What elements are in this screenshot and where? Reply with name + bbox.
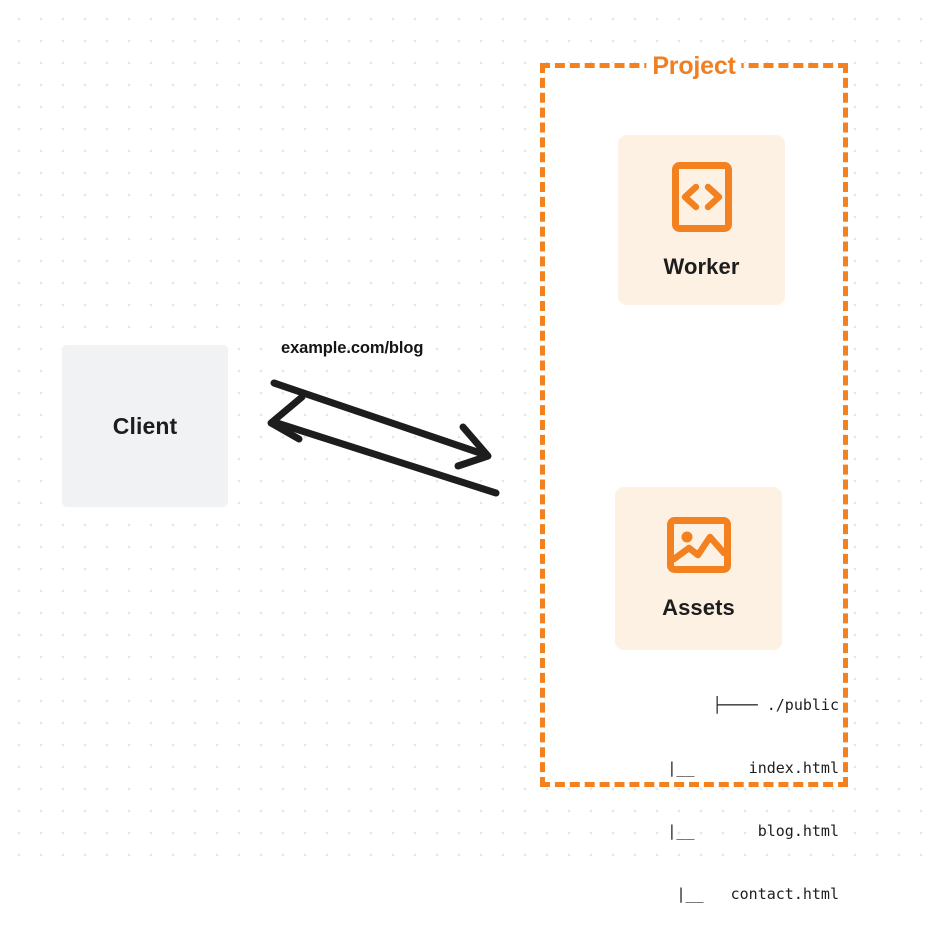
code-brackets-icon [671,161,733,238]
diagram-canvas: Client example.com/blog Project [0,0,938,903]
client-label: Client [112,412,178,439]
file-tree-row-contact: |__ contact.html [676,885,839,903]
worker-card[interactable]: Worker [618,135,785,305]
assets-label: Assets [662,595,735,620]
connection-arrows [267,379,500,497]
assets-file-tree: ├──── ./public |__ index.html |__ blog.h… [589,653,839,947]
file-tree-row-blog: |__ blog.html [667,822,839,840]
worker-label: Worker [663,253,740,279]
client-node: Client [62,345,228,507]
response-arrow [267,393,500,497]
project-container: Project Worker Assets [540,52,848,903]
request-arrow [270,379,492,470]
image-icon [666,516,732,579]
file-tree-row-index: |__ index.html [667,759,839,777]
assets-card[interactable]: Assets [615,487,782,650]
file-tree-row-root: ├──── ./public [712,696,839,714]
project-title: Project [646,52,742,81]
request-url-label: example.com/blog [281,339,424,357]
